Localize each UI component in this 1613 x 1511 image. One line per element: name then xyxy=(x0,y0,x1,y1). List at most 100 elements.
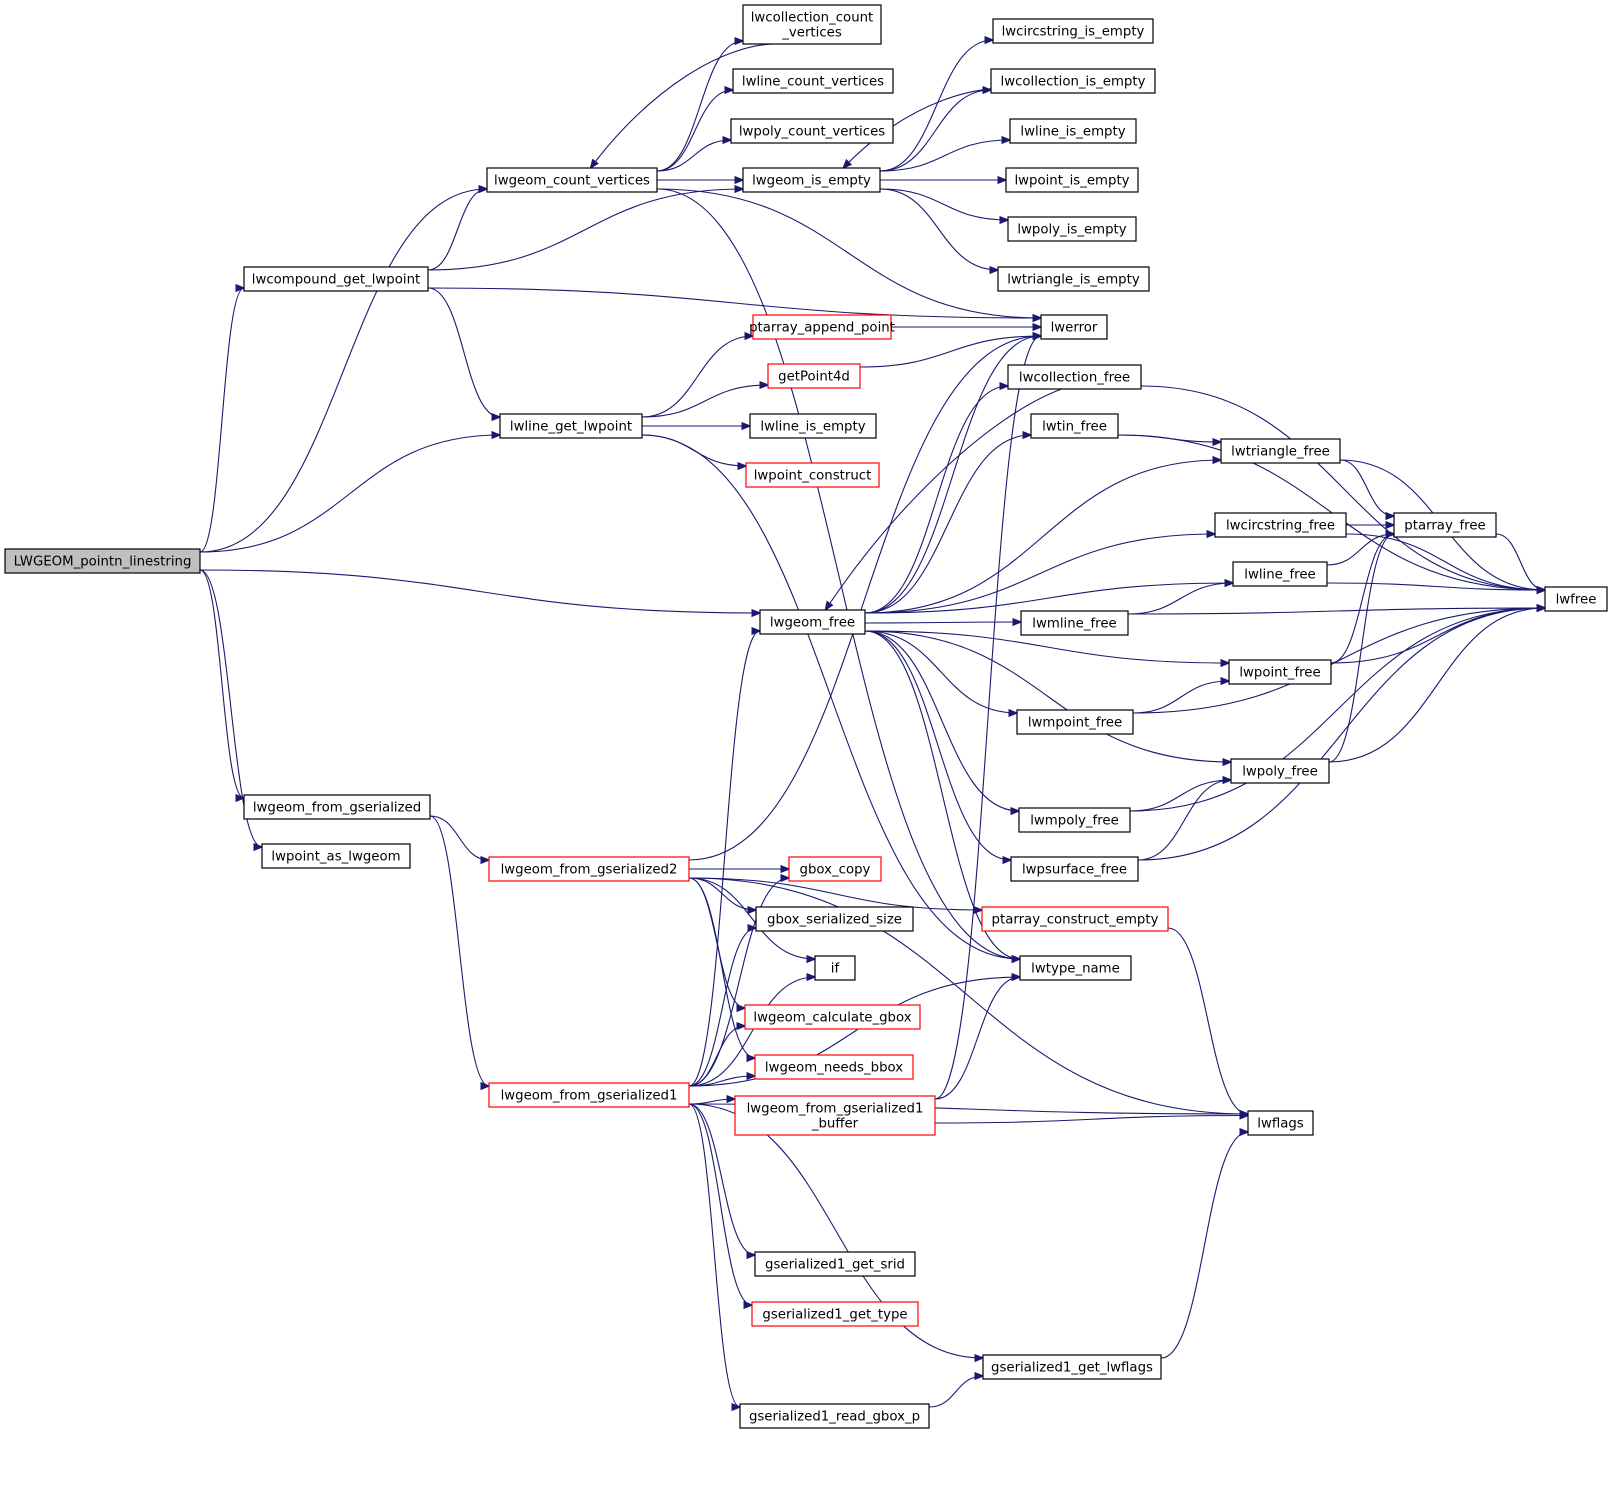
node-box[interactable] xyxy=(732,68,894,94)
node-lwline-is-empty-top[interactable]: lwline_is_empty xyxy=(1009,118,1137,144)
node-box[interactable] xyxy=(1010,856,1139,882)
node-if[interactable]: if xyxy=(814,955,856,981)
node-getpoint4d[interactable]: getPoint4d xyxy=(767,363,861,389)
node-box[interactable] xyxy=(730,118,894,144)
node-lwpoint-construct[interactable]: lwpoint_construct xyxy=(745,462,880,488)
node-lwcircstring-free[interactable]: lwcircstring_free xyxy=(1214,512,1347,538)
node-gserialized1-get-type[interactable]: gserialized1_get_type xyxy=(751,1301,919,1327)
node-gserialized1-get-lwflags[interactable]: gserialized1_get_lwflags xyxy=(982,1354,1162,1380)
node-box[interactable] xyxy=(739,1403,930,1429)
node-lwmline-free[interactable]: lwmline_free xyxy=(1020,610,1129,636)
node-lwline-get-lwpoint[interactable]: lwline_get_lwpoint xyxy=(499,413,643,439)
node-gserialized1-get-srid[interactable]: gserialized1_get_srid xyxy=(754,1251,916,1277)
node-lwgeom-is-empty[interactable]: lwgeom_is_empty xyxy=(742,167,881,193)
node-box[interactable] xyxy=(754,1251,916,1277)
node-box[interactable] xyxy=(499,413,643,439)
node-ptarray-append-point[interactable]: ptarray_append_point xyxy=(749,314,895,340)
node-box[interactable] xyxy=(1544,586,1608,612)
node-box[interactable] xyxy=(759,609,866,635)
node-box[interactable] xyxy=(1230,758,1330,784)
node-box[interactable] xyxy=(788,856,882,882)
node-lwpoly-is-empty[interactable]: lwpoly_is_empty xyxy=(1007,216,1137,242)
node-box[interactable] xyxy=(1016,709,1134,735)
node-box[interactable] xyxy=(744,1004,921,1030)
node-box[interactable] xyxy=(749,413,877,439)
node-box[interactable] xyxy=(742,167,881,193)
node-lwtriangle-free[interactable]: lwtriangle_free xyxy=(1220,438,1341,464)
node-box[interactable] xyxy=(1220,438,1341,464)
node-box[interactable] xyxy=(981,906,1169,932)
node-box[interactable] xyxy=(1232,561,1328,587)
node-lwgeom-from-gserialized[interactable]: lwgeom_from_gserialized xyxy=(243,794,431,820)
node-lwpoint-is-empty[interactable]: lwpoint_is_empty xyxy=(1005,167,1139,193)
node-gbox-serialized-size[interactable]: gbox_serialized_size xyxy=(755,906,914,932)
node-lwerror[interactable]: lwerror xyxy=(1040,314,1108,340)
node-lwgeom-from-gserialized1[interactable]: lwgeom_from_gserialized1 xyxy=(488,1082,690,1108)
node-box[interactable] xyxy=(486,167,658,193)
node-lwcollection-count-vertices[interactable]: lwcollection_count_vertices xyxy=(742,4,882,45)
node-box[interactable] xyxy=(1018,807,1131,833)
node-box[interactable] xyxy=(1005,167,1139,193)
node-box[interactable] xyxy=(1393,512,1497,538)
node-lwpoly-free[interactable]: lwpoly_free xyxy=(1230,758,1330,784)
node-box[interactable] xyxy=(1019,955,1132,981)
node-box[interactable] xyxy=(1247,1110,1314,1136)
node-box[interactable] xyxy=(1007,364,1142,390)
node-box[interactable] xyxy=(734,1095,936,1136)
node-box[interactable] xyxy=(243,266,429,292)
node-box[interactable] xyxy=(755,906,914,932)
node-gbox-copy[interactable]: gbox_copy xyxy=(788,856,882,882)
node-box[interactable] xyxy=(767,363,861,389)
node-box[interactable] xyxy=(488,1082,690,1108)
node-box[interactable] xyxy=(982,1354,1162,1380)
node-box[interactable] xyxy=(1030,413,1119,439)
node-lwmpoly-free[interactable]: lwmpoly_free xyxy=(1018,807,1131,833)
node-box[interactable] xyxy=(742,4,882,45)
node-box[interactable] xyxy=(1214,512,1347,538)
node-lwpoly-count-vertices[interactable]: lwpoly_count_vertices xyxy=(730,118,894,144)
node-lwline-count-vertices[interactable]: lwline_count_vertices xyxy=(732,68,894,94)
node-box[interactable] xyxy=(4,548,201,574)
node-lwgeom-free[interactable]: lwgeom_free xyxy=(759,609,866,635)
node-lwgeom-calculate-gbox[interactable]: lwgeom_calculate_gbox xyxy=(744,1004,921,1030)
node-lwpsurface-free[interactable]: lwpsurface_free xyxy=(1010,856,1139,882)
node-root[interactable]: LWGEOM_pointn_linestring xyxy=(4,548,201,574)
node-box[interactable] xyxy=(1228,659,1332,685)
node-ptarray-construct-empty[interactable]: ptarray_construct_empty xyxy=(981,906,1169,932)
node-lwtin-free[interactable]: lwtin_free xyxy=(1030,413,1119,439)
node-box[interactable] xyxy=(1040,314,1108,340)
node-lwflags[interactable]: lwflags xyxy=(1247,1110,1314,1136)
node-lwgeom-needs-bbox[interactable]: lwgeom_needs_bbox xyxy=(754,1054,914,1080)
node-lwpoint-free[interactable]: lwpoint_free xyxy=(1228,659,1332,685)
node-lwline-free[interactable]: lwline_free xyxy=(1232,561,1328,587)
node-lwmpoint-free[interactable]: lwmpoint_free xyxy=(1016,709,1134,735)
node-lwgeom-count-vertices[interactable]: lwgeom_count_vertices xyxy=(486,167,658,193)
node-box[interactable] xyxy=(992,18,1154,44)
node-lwgeom-from-gserialized1-buffer[interactable]: lwgeom_from_gserialized1_buffer xyxy=(734,1095,936,1136)
node-box[interactable] xyxy=(990,68,1156,94)
node-lwpoint-as-lwgeom[interactable]: lwpoint_as_lwgeom xyxy=(261,843,411,869)
node-box[interactable] xyxy=(814,955,856,981)
node-box[interactable] xyxy=(488,856,690,882)
node-lwtype-name[interactable]: lwtype_name xyxy=(1019,955,1132,981)
node-box[interactable] xyxy=(243,794,431,820)
node-box[interactable] xyxy=(997,266,1150,292)
node-lwcollection-is-empty[interactable]: lwcollection_is_empty xyxy=(990,68,1156,94)
node-lwline-is-empty[interactable]: lwline_is_empty xyxy=(749,413,877,439)
node-box[interactable] xyxy=(1009,118,1137,144)
node-lwfree[interactable]: lwfree xyxy=(1544,586,1608,612)
node-lwcircstring-is-empty[interactable]: lwcircstring_is_empty xyxy=(992,18,1154,44)
node-box[interactable] xyxy=(751,1301,919,1327)
node-box[interactable] xyxy=(1007,216,1137,242)
node-box[interactable] xyxy=(261,843,411,869)
node-lwcompound-get-lwpoint[interactable]: lwcompound_get_lwpoint xyxy=(243,266,429,292)
node-ptarray-free[interactable]: ptarray_free xyxy=(1393,512,1497,538)
node-lwgeom-from-gserialized2[interactable]: lwgeom_from_gserialized2 xyxy=(488,856,690,882)
node-box[interactable] xyxy=(745,462,880,488)
node-box[interactable] xyxy=(754,1054,914,1080)
node-box[interactable] xyxy=(1020,610,1129,636)
node-gserialized1-read-gbox-p[interactable]: gserialized1_read_gbox_p xyxy=(739,1403,930,1429)
node-lwtriangle-is-empty[interactable]: lwtriangle_is_empty xyxy=(997,266,1150,292)
node-lwcollection-free[interactable]: lwcollection_free xyxy=(1007,364,1142,390)
node-box[interactable] xyxy=(752,314,892,340)
